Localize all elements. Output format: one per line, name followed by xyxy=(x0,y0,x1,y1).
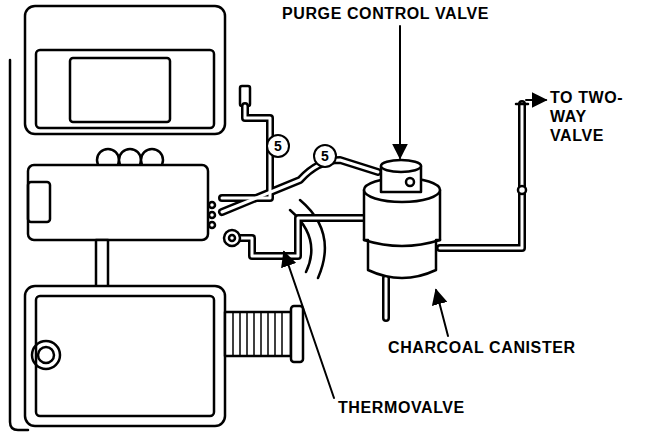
callout-circle: 5 xyxy=(266,134,290,158)
callout-number: 5 xyxy=(274,139,282,153)
part-label: CHARCOAL CANISTER xyxy=(388,338,576,357)
callout-number: 5 xyxy=(321,149,329,163)
part-label: THERMOVALVE xyxy=(338,398,465,417)
part-label: TO TWO- WAY VALVE xyxy=(550,88,634,146)
part-label: PURGE CONTROL VALVE xyxy=(282,4,489,23)
callout-circle: 5 xyxy=(313,144,337,168)
